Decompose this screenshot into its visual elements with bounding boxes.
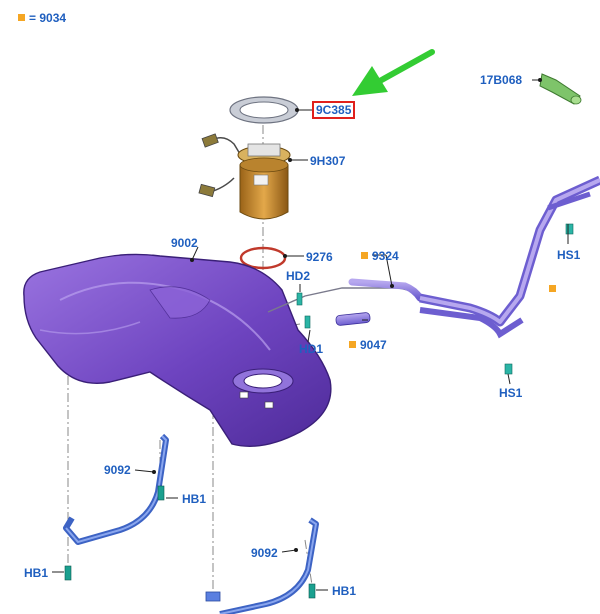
callout-hs1-upper[interactable]: HS1	[557, 248, 581, 262]
callout-hb1-upper[interactable]: HB1	[182, 492, 207, 506]
orange-square-icon	[549, 285, 556, 292]
filler-pipe-assembly	[267, 175, 600, 339]
leader-lines	[52, 79, 569, 591]
bolts-hb1	[64, 485, 316, 599]
lock-ring-9c385	[229, 96, 299, 124]
highlighted-part-number: 9C385	[312, 101, 356, 119]
leader-dot	[190, 258, 194, 262]
legend-item: = 9034	[18, 11, 66, 25]
seal-9276	[239, 246, 287, 270]
leader-dot	[294, 548, 298, 552]
callout-9002[interactable]: 9002	[171, 236, 198, 250]
callout-9276[interactable]: 9276	[306, 250, 333, 264]
callout-9092-lower[interactable]: 9092	[251, 546, 278, 560]
leader-dot	[152, 470, 156, 474]
orange-square-icon	[361, 252, 368, 259]
hose-clips	[296, 223, 574, 375]
part-17b068-shape	[539, 73, 582, 105]
callout-hd1[interactable]: HD1	[299, 342, 324, 356]
legend-text: = 9034	[29, 11, 67, 25]
callout-9h307[interactable]: 9H307	[310, 154, 346, 168]
orange-square-icon	[18, 14, 25, 21]
callout-hd2[interactable]: HD2	[286, 269, 311, 283]
callout-9324[interactable]: 9324	[361, 249, 399, 263]
leader-dot	[288, 158, 292, 162]
orange-square-icon	[349, 341, 356, 348]
callout-9092-upper[interactable]: 9092	[104, 463, 131, 477]
callout-hb1-lower[interactable]: HB1	[332, 584, 357, 598]
callout-hb1-left[interactable]: HB1	[24, 566, 49, 580]
callout-9c385[interactable]: 9C385	[312, 101, 356, 119]
callout-9324-text: 9324	[372, 249, 399, 263]
fuel-tank-9002	[23, 253, 332, 447]
callout-hs1-lower[interactable]: HS1	[499, 386, 523, 400]
leader-dot	[538, 78, 542, 82]
callout-9047-text: 9047	[360, 338, 387, 352]
pointer-arrow-icon	[352, 49, 435, 96]
leader-dot	[390, 284, 394, 288]
leader-dot	[283, 254, 287, 258]
leader-dot	[295, 108, 299, 112]
callout-9047[interactable]: 9047	[349, 338, 387, 352]
fuel-pump-module-9h307	[198, 133, 291, 220]
callout-17b068[interactable]: 17B068	[480, 73, 523, 87]
